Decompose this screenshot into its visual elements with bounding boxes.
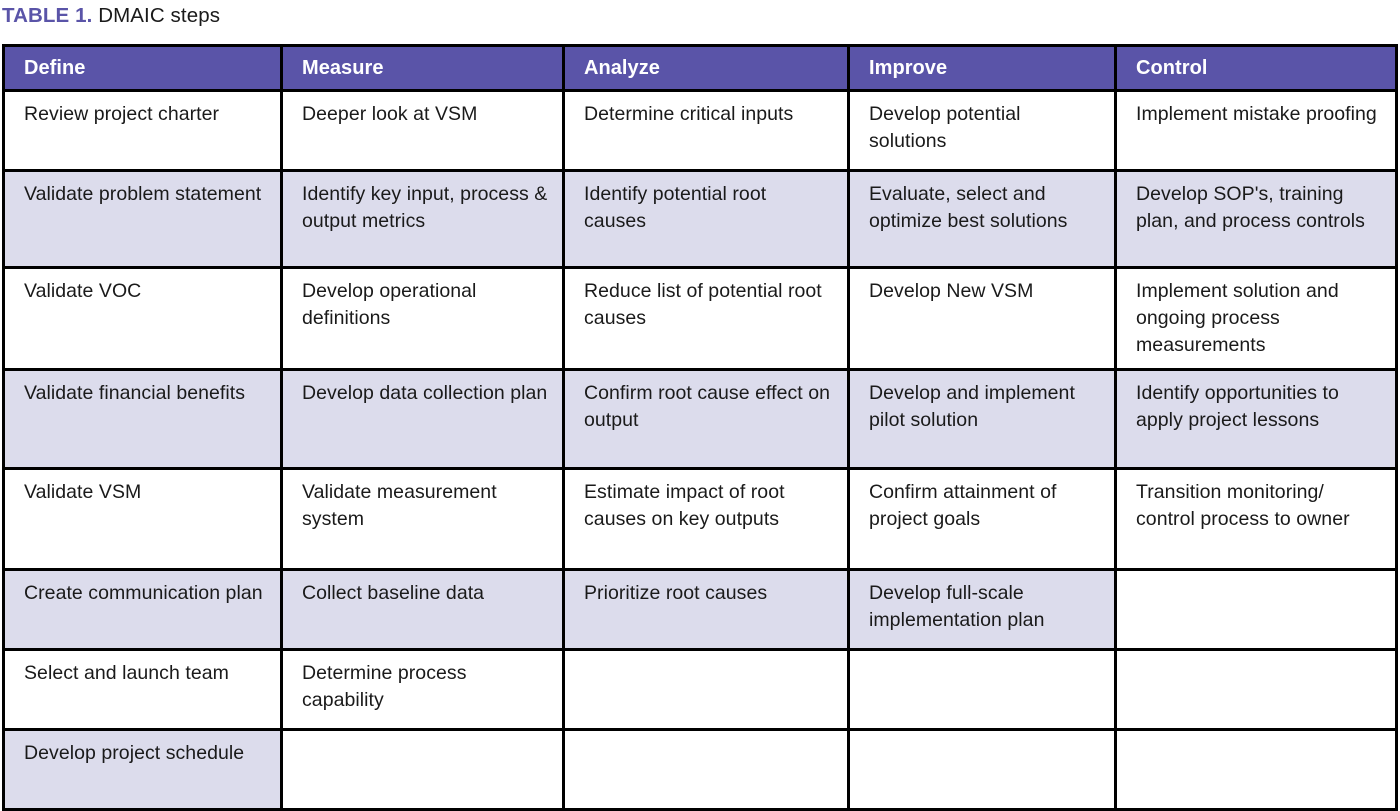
table-row: Review project charter Deeper look at VS… xyxy=(2,92,1398,172)
cell-analyze-2: Identify potential root causes xyxy=(565,172,850,269)
cell-control-8 xyxy=(1117,730,1398,811)
cell-define-6: Create communication plan xyxy=(2,570,283,651)
cell-control-4: Identify opportunities to apply project … xyxy=(1117,370,1398,470)
cell-improve-3: Develop New VSM xyxy=(850,269,1117,371)
cell-control-7 xyxy=(1117,650,1398,731)
cell-define-1: Review project charter xyxy=(2,92,283,172)
dmaic-steps-table: Define Measure Analyze Improve Control R… xyxy=(2,44,1398,811)
cell-define-7: Select and launch team xyxy=(2,650,283,731)
cell-control-6 xyxy=(1117,570,1398,651)
cell-measure-3: Develop operational definitions xyxy=(283,269,565,371)
cell-measure-7: Determine process capability xyxy=(283,650,565,731)
table-caption: TABLE 1. DMAIC steps xyxy=(2,1,220,39)
cell-define-2: Validate problem statement xyxy=(2,172,283,269)
table-header-row: Define Measure Analyze Improve Control xyxy=(2,44,1398,92)
table-caption-text: DMAIC steps xyxy=(92,4,221,27)
cell-analyze-1: Determine critical inputs xyxy=(565,92,850,172)
column-header-improve: Improve xyxy=(850,44,1117,92)
cell-analyze-6: Prioritize root causes xyxy=(565,570,850,651)
table-header: Define Measure Analyze Improve Control xyxy=(2,44,1398,92)
cell-analyze-5: Estimate impact of root causes on key ou… xyxy=(565,469,850,571)
column-header-define: Define xyxy=(2,44,283,92)
cell-control-5: Transition monitoring/ control process t… xyxy=(1117,469,1398,571)
cell-define-3: Validate VOC xyxy=(2,269,283,371)
cell-improve-4: Develop and implement pilot solution xyxy=(850,370,1117,470)
table-caption-label: TABLE 1. xyxy=(2,4,93,27)
cell-analyze-4: Confirm root cause effect on output xyxy=(565,370,850,470)
table-row: Develop project schedule xyxy=(2,730,1398,811)
cell-measure-6: Collect baseline data xyxy=(283,570,565,651)
cell-measure-2: Identify key input, process & output met… xyxy=(283,172,565,269)
table-row: Create communication plan Collect baseli… xyxy=(2,570,1398,651)
cell-analyze-3: Reduce list of potential root causes xyxy=(565,269,850,371)
cell-measure-1: Deeper look at VSM xyxy=(283,92,565,172)
cell-analyze-7 xyxy=(565,650,850,731)
column-header-control: Control xyxy=(1117,44,1398,92)
cell-define-4: Validate financial benefits xyxy=(2,370,283,470)
cell-analyze-8 xyxy=(565,730,850,811)
cell-measure-5: Validate measurement system xyxy=(283,469,565,571)
cell-measure-4: Develop data collection plan xyxy=(283,370,565,470)
cell-improve-8 xyxy=(850,730,1117,811)
cell-improve-6: Develop full-scale implementation plan xyxy=(850,570,1117,651)
cell-control-3: Implement solution and ongoing process m… xyxy=(1117,269,1398,371)
cell-improve-1: Develop potential solutions xyxy=(850,92,1117,172)
column-header-analyze: Analyze xyxy=(565,44,850,92)
cell-improve-7 xyxy=(850,650,1117,731)
cell-control-1: Implement mistake proofing xyxy=(1117,92,1398,172)
table-row: Validate problem statement Identify key … xyxy=(2,172,1398,269)
table-row: Validate financial benefits Develop data… xyxy=(2,370,1398,470)
table-row: Select and launch team Determine process… xyxy=(2,650,1398,731)
cell-improve-5: Confirm attainment of project goals xyxy=(850,469,1117,571)
table-row: Validate VOC Develop operational definit… xyxy=(2,269,1398,371)
cell-control-2: Develop SOP's, training plan, and proces… xyxy=(1117,172,1398,269)
cell-improve-2: Evaluate, select and optimize best solut… xyxy=(850,172,1117,269)
column-header-measure: Measure xyxy=(283,44,565,92)
cell-measure-8 xyxy=(283,730,565,811)
table-body: Review project charter Deeper look at VS… xyxy=(2,92,1398,811)
cell-define-5: Validate VSM xyxy=(2,469,283,571)
cell-define-8: Develop project schedule xyxy=(2,730,283,811)
table-row: Validate VSM Validate measurement system… xyxy=(2,469,1398,571)
